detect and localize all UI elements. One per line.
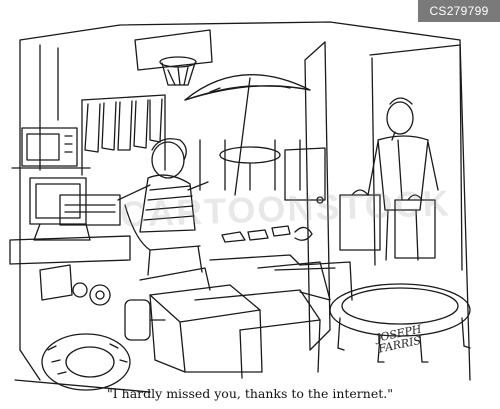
cardboard-boxes — [139, 261, 353, 379]
shoes — [221, 225, 313, 243]
room-walls — [19, 21, 471, 381]
umbrella — [184, 74, 311, 196]
cartoon-caption: "I hardly missed you, thanks to the inte… — [107, 386, 393, 401]
weights — [39, 264, 166, 341]
basketball-hoop — [134, 29, 213, 86]
cartoon-id-badge: CS279799 — [418, 0, 500, 22]
computer — [9, 177, 131, 265]
woman-at-computer — [117, 138, 209, 276]
floor-clutter — [14, 254, 336, 393]
clothes-rack — [81, 94, 166, 176]
table-and-chairs — [199, 139, 326, 201]
man-in-doorway — [339, 97, 439, 261]
microwave — [11, 127, 91, 169]
tire — [41, 333, 131, 391]
trampoline — [329, 283, 471, 363]
open-door — [304, 41, 463, 351]
